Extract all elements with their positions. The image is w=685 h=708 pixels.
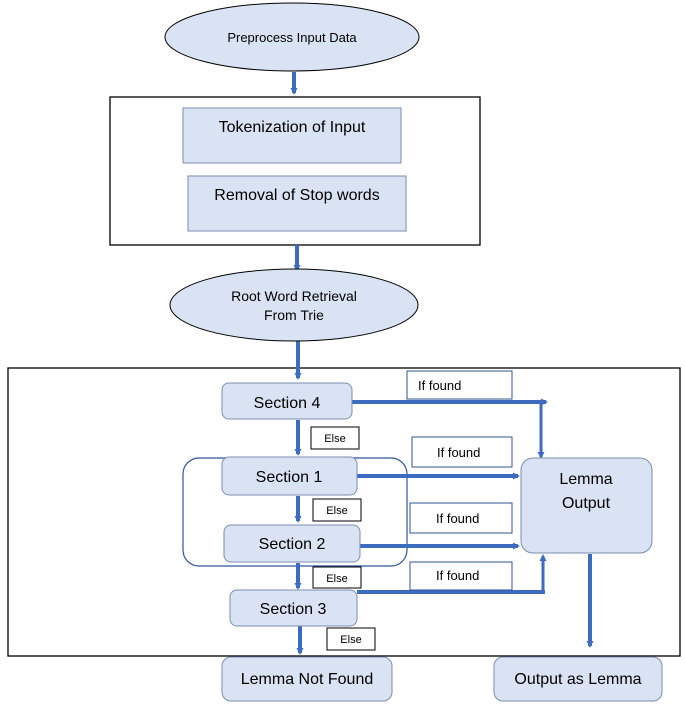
section-1-label: Section 1	[256, 469, 323, 486]
output-as-lemma-label: Output as Lemma	[514, 671, 641, 688]
section-3-box	[229, 589, 358, 627]
if-found-label-box-2	[411, 436, 513, 468]
else-label-1: Else	[324, 433, 345, 445]
section-1-box	[221, 456, 358, 496]
root-word-ellipse	[169, 268, 419, 342]
if-found-label-4: If found	[436, 568, 479, 583]
preprocess-ellipse	[164, 2, 420, 72]
lemma-output-label-line1: Lemma	[559, 471, 612, 488]
lookup-frame	[7, 367, 681, 657]
if-found-label-box-4	[409, 561, 513, 591]
section-2-label: Section 2	[259, 536, 326, 553]
root-word-label-line2: From Trie	[264, 307, 324, 323]
else-label-box-1	[310, 426, 360, 450]
else-label-3: Else	[326, 573, 347, 585]
else-label-box-2	[312, 498, 362, 522]
stopwords-box	[187, 175, 407, 232]
if-found-label-box-1	[406, 370, 513, 400]
if-found-label-1: If found	[418, 378, 461, 393]
if-found-label-box-3	[409, 502, 513, 534]
tokenization-label: Tokenization of Input	[219, 119, 366, 136]
else-label-box-4	[326, 627, 376, 651]
root-word-label-line1: Root Word Retrieval	[231, 288, 357, 304]
section-3-label: Section 3	[260, 601, 327, 618]
tokenization-box	[182, 107, 402, 164]
lemma-output-label-line2: Output	[562, 495, 611, 512]
section-2-box	[223, 524, 361, 563]
lemma-not-found-label: Lemma Not Found	[241, 671, 374, 688]
preprocess-label: Preprocess Input Data	[227, 30, 357, 45]
if-found-label-3: If found	[436, 511, 479, 526]
else-label-2: Else	[326, 505, 347, 517]
else-label-box-3	[312, 566, 362, 589]
output-as-lemma-box	[493, 656, 663, 702]
stopwords-label: Removal of Stop words	[214, 187, 379, 204]
section-4-label: Section 4	[254, 395, 321, 412]
lemma-not-found-box	[221, 656, 393, 702]
section-4-box	[221, 382, 353, 420]
else-label-4: Else	[340, 634, 361, 646]
lemma-output-box	[520, 457, 653, 554]
if-found-label-2: If found	[437, 445, 480, 460]
